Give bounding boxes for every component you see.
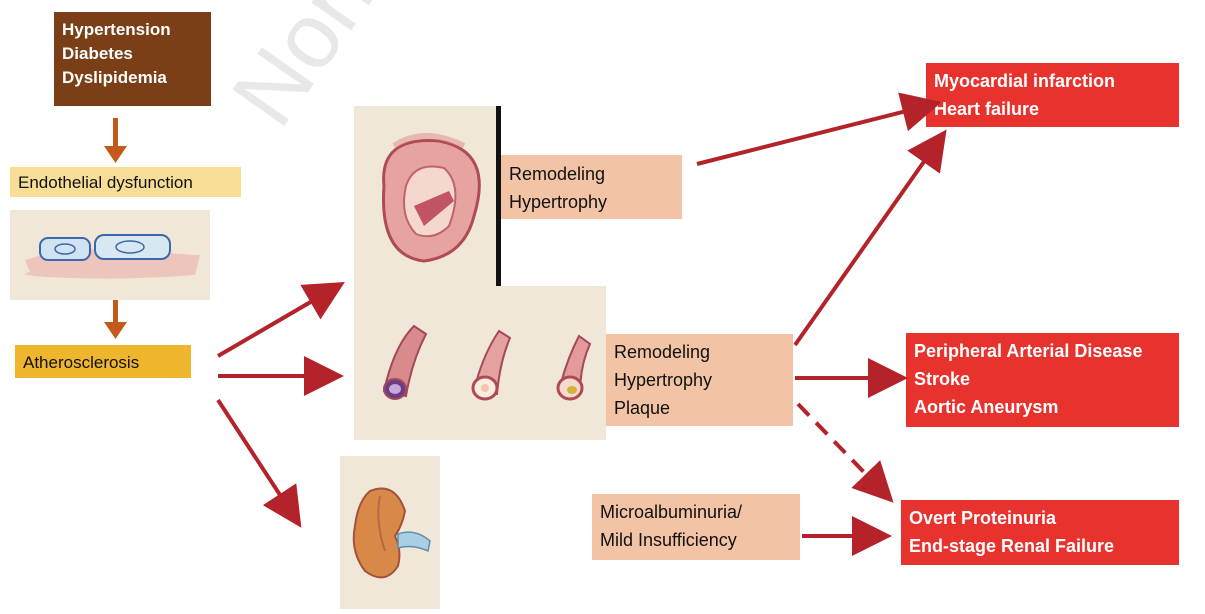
athero-to-heart-arrow (218, 286, 338, 356)
watermark: Non-c (213, 0, 437, 143)
risk-to-endothelial-arrow (104, 118, 127, 163)
vascular-to-cardiac-outcome-arrow (795, 136, 942, 345)
vascular-to-renal-outcome-dashed-arrow (798, 404, 888, 497)
cardiac-to-outcome-arrow (697, 104, 934, 164)
athero-to-kidney-arrow (218, 400, 297, 521)
endothelium-to-atherosclerosis-arrow (104, 300, 127, 339)
